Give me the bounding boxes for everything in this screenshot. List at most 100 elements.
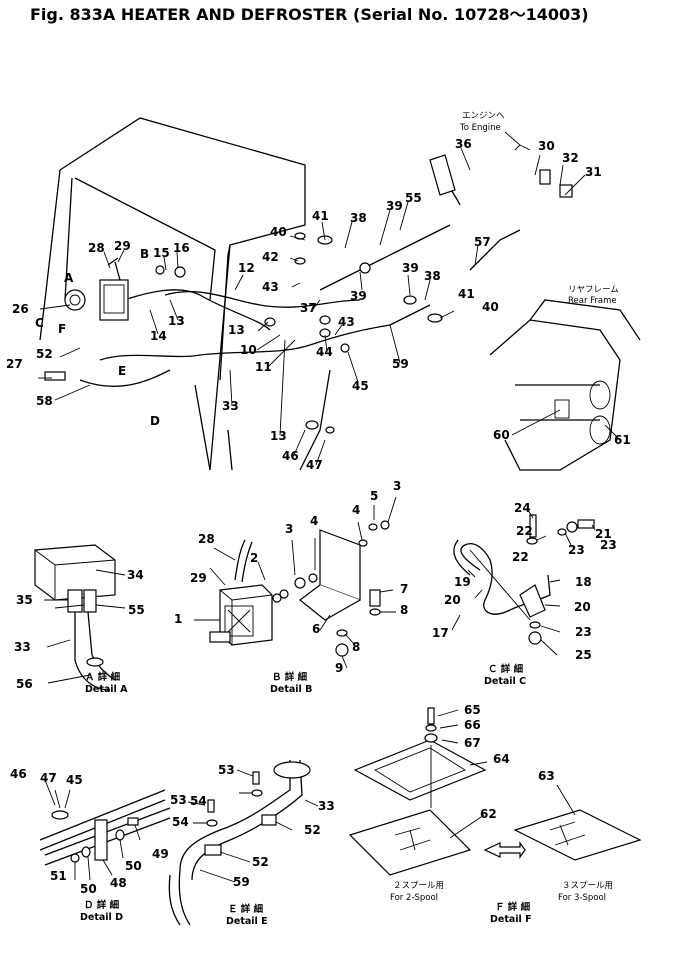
callout-59: 59 bbox=[233, 875, 250, 889]
detail-a-caption-jp: Ａ 詳 細 bbox=[85, 671, 121, 683]
callout-53: 53 bbox=[170, 793, 187, 807]
callout-23: 23 bbox=[600, 538, 617, 552]
callout-29: 29 bbox=[114, 239, 131, 253]
callout-34: 34 bbox=[127, 568, 144, 582]
engine-jp-note: エンジンへ bbox=[462, 111, 505, 121]
callout-5: 5 bbox=[370, 489, 378, 503]
callout-67: 67 bbox=[464, 736, 481, 750]
callout-55: 55 bbox=[128, 603, 145, 617]
callout-51: 51 bbox=[50, 869, 67, 883]
detail-d-caption-jp: Ｄ 詳 細 bbox=[84, 899, 120, 911]
callout-23: 23 bbox=[568, 543, 585, 557]
callout-47: 47 bbox=[306, 458, 323, 472]
callout-35: 35 bbox=[16, 593, 33, 607]
callout-53: 53 bbox=[218, 763, 235, 777]
callout-33: 33 bbox=[14, 640, 31, 654]
callout-48: 48 bbox=[110, 876, 127, 890]
callout-42: 42 bbox=[262, 250, 279, 264]
callout-28: 28 bbox=[88, 241, 105, 255]
callout-50: 50 bbox=[80, 882, 97, 896]
callout-9: 9 bbox=[335, 661, 343, 675]
cab-outline bbox=[39, 117, 306, 471]
detail-d-caption-en: Detail D bbox=[80, 912, 123, 923]
view-letter-b: B bbox=[140, 247, 149, 261]
callout-13: 13 bbox=[270, 429, 287, 443]
spool2-jp-note: ２スプール用 bbox=[393, 881, 444, 891]
detail-f-caption-jp: Ｆ 詳 細 bbox=[495, 901, 531, 913]
callout-66: 66 bbox=[464, 718, 481, 732]
callout-27: 27 bbox=[6, 357, 23, 371]
callout-19: 19 bbox=[454, 575, 471, 589]
callout-18: 18 bbox=[575, 575, 592, 589]
callout-3: 3 bbox=[285, 522, 293, 536]
detail-f-caption-en: Detail F bbox=[490, 914, 532, 925]
callout-21: 21 bbox=[595, 527, 612, 541]
detail-e-caption-en: Detail E bbox=[226, 916, 268, 927]
heater-hoses bbox=[79, 224, 521, 471]
figure-title: Fig. 833A HEATER AND DEFROSTER (Serial N… bbox=[30, 5, 589, 24]
callout-32: 32 bbox=[562, 151, 579, 165]
callout-10: 10 bbox=[240, 343, 257, 357]
hardware-markers bbox=[44, 154, 573, 434]
callout-56: 56 bbox=[16, 677, 33, 691]
callout-43: 43 bbox=[262, 280, 279, 294]
callout-23: 23 bbox=[575, 625, 592, 639]
view-letter-e: E bbox=[118, 364, 126, 378]
callout-8: 8 bbox=[400, 603, 408, 617]
callout-16: 16 bbox=[173, 241, 190, 255]
callout-49: 49 bbox=[152, 847, 169, 861]
detail-c-caption-en: Detail C bbox=[484, 676, 526, 687]
callout-39: 39 bbox=[350, 289, 367, 303]
callout-63: 63 bbox=[538, 769, 555, 783]
callout-41: 41 bbox=[312, 209, 329, 223]
callout-7: 7 bbox=[400, 582, 408, 596]
view-letter-c: C bbox=[35, 316, 44, 330]
detail-b-caption-en: Detail B bbox=[270, 684, 312, 695]
callout-38: 38 bbox=[424, 269, 441, 283]
callout-54: 54 bbox=[172, 815, 189, 829]
rear-frame bbox=[489, 299, 641, 471]
callout-33: 33 bbox=[318, 799, 335, 813]
callout-29: 29 bbox=[190, 571, 207, 585]
detail-f-drawing bbox=[348, 707, 642, 876]
detail-e-drawing bbox=[168, 759, 319, 926]
callout-24: 24 bbox=[514, 501, 531, 515]
callout-6: 6 bbox=[312, 622, 320, 636]
callout-43: 43 bbox=[338, 315, 355, 329]
callout-59: 59 bbox=[392, 357, 409, 371]
detail-b-drawing bbox=[194, 496, 397, 669]
callout-25: 25 bbox=[575, 648, 592, 662]
callout-3: 3 bbox=[393, 479, 401, 493]
callout-46: 46 bbox=[282, 449, 299, 463]
callout-36: 36 bbox=[455, 137, 472, 151]
detail-e-caption-jp: Ｅ 詳 細 bbox=[228, 903, 264, 915]
callout-30: 30 bbox=[538, 139, 555, 153]
detail-a-drawing bbox=[34, 544, 126, 691]
callout-65: 65 bbox=[464, 703, 481, 717]
callout-44: 44 bbox=[316, 345, 333, 359]
callout-60: 60 bbox=[493, 428, 510, 442]
rear-frame-jp-note: リヤフレーム bbox=[568, 285, 619, 295]
callout-11: 11 bbox=[255, 360, 272, 374]
callout-41: 41 bbox=[458, 287, 475, 301]
callout-12: 12 bbox=[238, 261, 255, 275]
spool3-en-note: For 3-Spool bbox=[558, 893, 606, 903]
detail-c-caption-jp: Ｃ 詳 細 bbox=[488, 663, 524, 675]
heater-unit-main bbox=[64, 257, 129, 321]
callout-55: 55 bbox=[405, 191, 422, 205]
detail-d-drawing bbox=[39, 779, 171, 881]
callout-52: 52 bbox=[304, 823, 321, 837]
callout-45: 45 bbox=[352, 379, 369, 393]
callout-52: 52 bbox=[36, 347, 53, 361]
callout-22: 22 bbox=[516, 524, 533, 538]
view-letter-a: A bbox=[64, 271, 74, 285]
engine-en-note: To Engine bbox=[459, 123, 501, 133]
callout-15: 15 bbox=[153, 246, 170, 260]
callout-14: 14 bbox=[150, 329, 167, 343]
detail-a-caption-en: Detail A bbox=[85, 684, 128, 695]
spool2-en-note: For 2-Spool bbox=[390, 893, 438, 903]
callout-28: 28 bbox=[198, 532, 215, 546]
callout-13: 13 bbox=[168, 314, 185, 328]
